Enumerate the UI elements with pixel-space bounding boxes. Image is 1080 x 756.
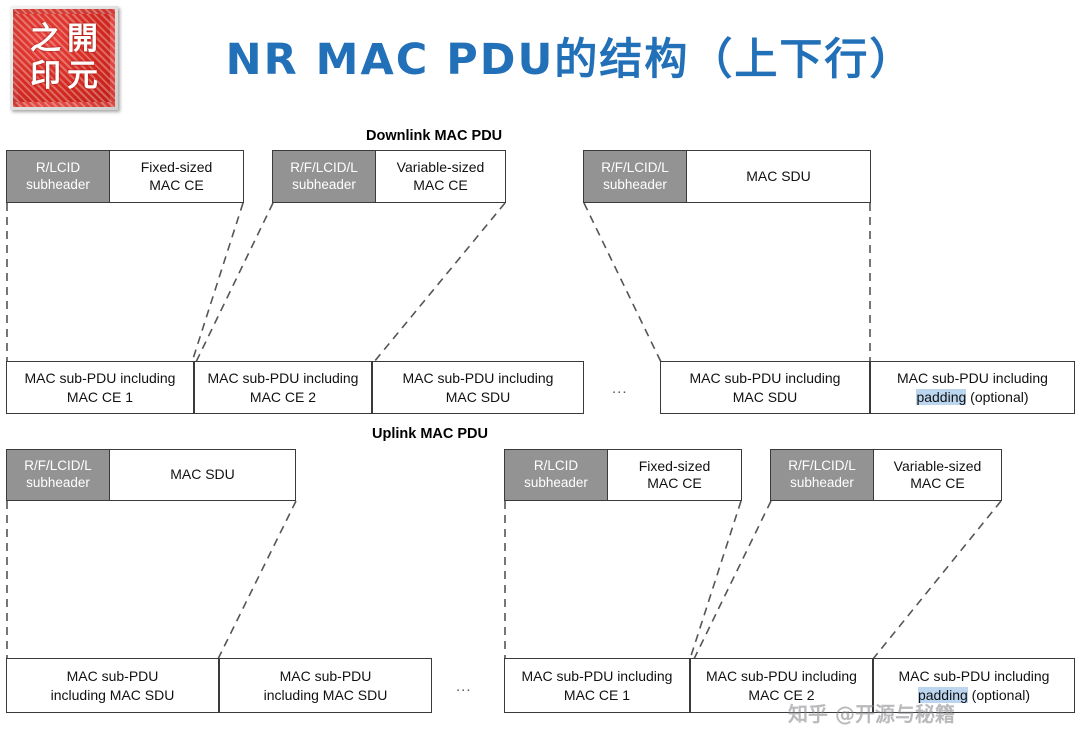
ul-subpdu-mac-sdu-2: MAC sub-PDU including MAC SDU	[219, 658, 432, 713]
line2: (optional)	[967, 686, 1031, 703]
dl-subheader-r-lcid: R/LCID subheader	[7, 151, 110, 202]
ul-subpdu-mac-sdu-2-text: MAC sub-PDU including MAC SDU	[264, 667, 388, 703]
dl-subpdu-mac-ce-1-text: MAC sub-PDU including MAC CE 1	[25, 369, 176, 405]
line1: MAC sub-PDU	[279, 668, 372, 685]
dl-subpdu-mac-ce-2-text: MAC sub-PDU including MAC CE 2	[208, 369, 359, 405]
line2: MAC CE 2	[748, 686, 815, 703]
dl-connector-ce1-right	[191, 202, 244, 363]
dl-unit-variable-mac-ce: R/F/LCID/L subheader Variable-sized MAC …	[272, 150, 506, 203]
seal-char-4: 元	[67, 58, 98, 94]
line1: MAC sub-PDU including	[897, 370, 1048, 387]
ul-payload-mac-sdu: MAC SDU	[110, 450, 295, 500]
line2: MAC CE 2	[249, 388, 317, 405]
line1: MAC sub-PDU including	[402, 370, 554, 387]
ul-subpdu-padding: MAC sub-PDU including padding (optional)	[873, 658, 1075, 713]
seal-char-1: 之	[30, 21, 61, 57]
seal-characters: 之 開 印 元	[27, 21, 101, 95]
ul-connector-var-left	[693, 500, 772, 660]
ul-subpdu-mac-sdu-1-text: MAC sub-PDU including MAC SDU	[51, 667, 175, 703]
line2: MAC SDU	[732, 388, 798, 405]
dl-subpdu-mac-sdu-2: MAC sub-PDU including MAC SDU	[660, 361, 870, 414]
ul-unit-mac-sdu: R/F/LCID/L subheader MAC SDU	[6, 449, 296, 501]
line2: MAC CE 1	[66, 388, 134, 405]
dl-subpdu-mac-sdu-2-text: MAC sub-PDU including MAC SDU	[690, 369, 841, 405]
ul-subpdu-mac-ce-2-text: MAC sub-PDU including MAC CE 2	[706, 667, 857, 703]
ul-subpdu-mac-ce-1-text: MAC sub-PDU including MAC CE 1	[522, 667, 673, 703]
dl-subpdu-mac-sdu-1: MAC sub-PDU including MAC SDU	[372, 361, 584, 414]
ul-padding-highlight: padding	[917, 686, 968, 703]
dl-connector-ce2-right	[373, 202, 506, 363]
ul-subpdu-mac-sdu-1: MAC sub-PDU including MAC SDU	[6, 658, 219, 713]
dl-subpdu-mac-ce-2: MAC sub-PDU including MAC CE 2	[194, 361, 372, 414]
dl-subpdu-padding: MAC sub-PDU including padding (optional)	[870, 361, 1075, 414]
dl-connector-sdu-left	[583, 202, 662, 363]
line2: MAC SDU	[445, 388, 511, 405]
dl-payload-variable-mac-ce: Variable-sized MAC CE	[376, 151, 505, 202]
line2: including MAC SDU	[263, 686, 388, 703]
ul-connector-sdu-right	[217, 500, 297, 660]
ul-payload-variable-mac-ce: Variable-sized MAC CE	[874, 450, 1001, 500]
line1: MAC sub-PDU	[66, 668, 159, 685]
seal-inner: 之 開 印 元	[13, 9, 115, 107]
dl-connector-ce2-left	[195, 202, 274, 363]
ul-ellipsis: ...	[456, 678, 472, 695]
ul-subpdu-mac-ce-1: MAC sub-PDU including MAC CE 1	[504, 658, 690, 713]
seal-char-2: 開	[67, 21, 98, 57]
ul-payload-fixed-mac-ce: Fixed-sized MAC CE	[608, 450, 741, 500]
ul-connector-var-right	[872, 500, 1002, 660]
ul-subpdu-padding-text: MAC sub-PDU including padding (optional)	[898, 667, 1050, 703]
seal-char-3: 印	[30, 58, 61, 94]
uplink-section-title: Uplink MAC PDU	[372, 426, 488, 442]
ul-unit-fixed-mac-ce: R/LCID subheader Fixed-sized MAC CE	[504, 449, 742, 501]
dl-subheader-r-f-lcid-l: R/F/LCID/L subheader	[273, 151, 376, 202]
line1: MAC sub-PDU including	[207, 370, 359, 387]
ul-subheader-r-f-lcid-l-var: R/F/LCID/L subheader	[771, 450, 874, 500]
dl-subpdu-padding-text: MAC sub-PDU including padding (optional)	[897, 369, 1048, 405]
ul-unit-variable-mac-ce: R/F/LCID/L subheader Variable-sized MAC …	[770, 449, 1002, 501]
dl-payload-fixed-mac-ce: Fixed-sized MAC CE	[110, 151, 243, 202]
dl-subheader-r-f-lcid-l-sdu: R/F/LCID/L subheader	[584, 151, 687, 202]
kaiyuan-seal-logo: 之 開 印 元	[10, 6, 118, 110]
ul-subpdu-mac-ce-2: MAC sub-PDU including MAC CE 2	[690, 658, 873, 713]
line1: MAC sub-PDU including	[898, 668, 1050, 685]
dl-subpdu-mac-ce-1: MAC sub-PDU including MAC CE 1	[6, 361, 194, 414]
line2: including MAC SDU	[50, 686, 175, 703]
downlink-section-title: Downlink MAC PDU	[366, 128, 503, 144]
dl-padding-highlight: padding	[916, 388, 967, 405]
dl-payload-mac-sdu: MAC SDU	[687, 151, 870, 202]
line1: MAC sub-PDU including	[24, 370, 176, 387]
line2: (optional)	[966, 388, 1029, 405]
dl-unit-mac-sdu: R/F/LCID/L subheader MAC SDU	[583, 150, 871, 203]
line2: MAC CE 1	[563, 686, 631, 703]
ul-subheader-r-lcid: R/LCID subheader	[505, 450, 608, 500]
ul-connector-fixed-right	[689, 500, 742, 660]
dl-unit-fixed-mac-ce: R/LCID subheader Fixed-sized MAC CE	[6, 150, 244, 203]
line1: MAC sub-PDU including	[706, 668, 857, 685]
page-header: 之 開 印 元 NR MAC PDU的结构（上下行）	[0, 0, 1080, 120]
line1: MAC sub-PDU including	[689, 370, 841, 387]
watermark: 知乎 @开源与秘籍	[788, 702, 955, 726]
ul-subheader-r-f-lcid-l: R/F/LCID/L subheader	[7, 450, 110, 500]
dl-subpdu-mac-sdu-1-text: MAC sub-PDU including MAC SDU	[403, 369, 554, 405]
line1: MAC sub-PDU including	[521, 668, 673, 685]
page-title: NR MAC PDU的结构（上下行）	[225, 35, 915, 85]
dl-ellipsis: ...	[612, 380, 628, 397]
